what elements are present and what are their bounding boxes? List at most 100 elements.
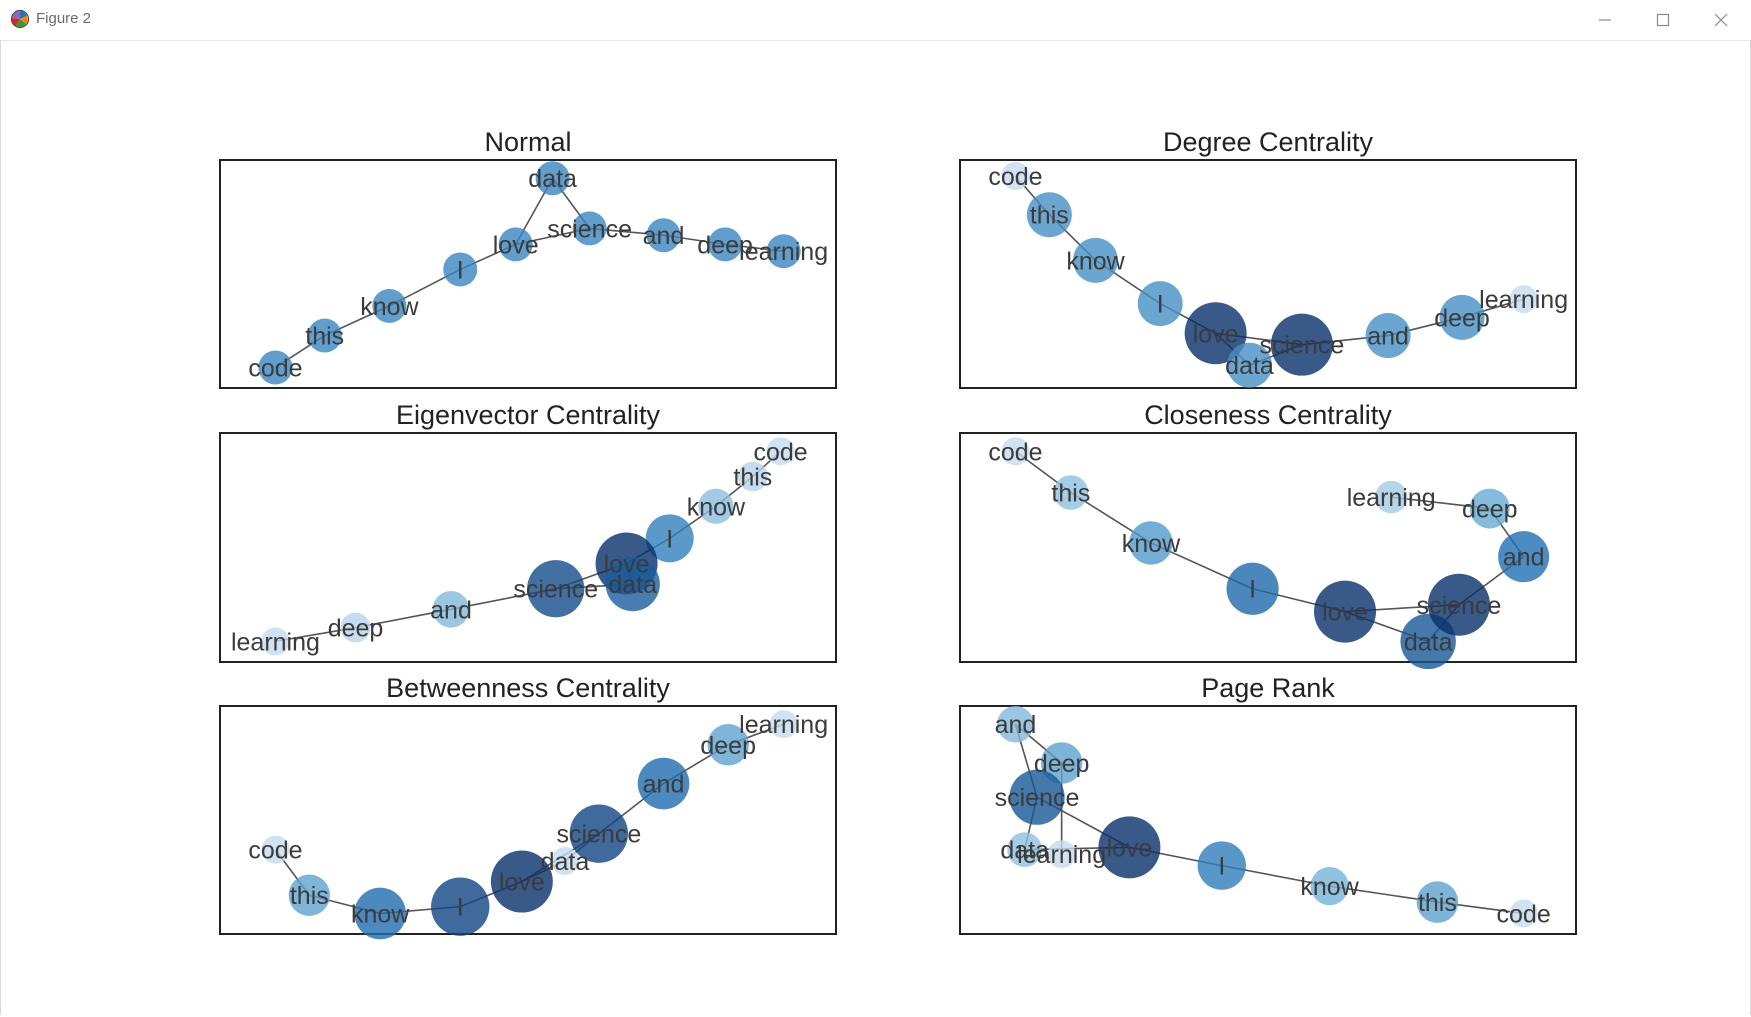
- node-and: [646, 218, 681, 253]
- node-and: [637, 757, 690, 810]
- node-this: [1053, 475, 1089, 510]
- node-love: [498, 227, 533, 262]
- node-this: [1416, 881, 1459, 923]
- node-label-love: love: [493, 231, 539, 259]
- maximize-icon: [1656, 13, 1670, 27]
- node-label-deep: deep: [697, 231, 753, 259]
- node-label-know: know: [351, 900, 410, 928]
- node-learning: [766, 234, 801, 269]
- node-I: [443, 252, 478, 287]
- node-data: [1007, 832, 1043, 868]
- node-love: [1184, 302, 1247, 365]
- node-label-know: know: [360, 293, 419, 321]
- node-label-I: I: [457, 894, 464, 922]
- node-learning: [1375, 480, 1408, 514]
- node-label-love: love: [1193, 320, 1239, 348]
- node-label-and: and: [643, 222, 685, 250]
- node-label-data: data: [528, 165, 577, 193]
- node-deep: [1040, 742, 1083, 784]
- nodes: [258, 161, 801, 385]
- panel-title: Normal: [484, 127, 571, 157]
- node-know: [372, 288, 407, 323]
- maximize-button[interactable]: [1634, 0, 1692, 40]
- node-deep: [340, 612, 371, 643]
- nodes: [1001, 161, 1538, 388]
- node-science: [1009, 769, 1065, 825]
- node-label-code: code: [248, 837, 302, 865]
- node-label-I: I: [666, 525, 673, 553]
- nodes: [261, 437, 795, 656]
- node-learning: [1047, 840, 1076, 869]
- node-know: [698, 488, 734, 524]
- node-data: [1227, 342, 1273, 388]
- node-label-this: this: [733, 464, 772, 492]
- node-label-learning: learning: [1017, 841, 1106, 869]
- node-I: [431, 877, 490, 936]
- node-this: [288, 874, 331, 916]
- node-data: [535, 161, 570, 196]
- node-know: [1310, 867, 1349, 906]
- node-love: [1098, 816, 1161, 879]
- node-deep: [708, 227, 743, 262]
- panel-2: Degree CentralitycodethisknowIlovedatasc…: [959, 127, 1577, 389]
- node-label-love: love: [1322, 599, 1368, 627]
- node-label-I: I: [457, 256, 464, 284]
- node-label-data: data: [608, 571, 657, 599]
- node-label-science: science: [1417, 592, 1502, 620]
- node-code: [261, 835, 290, 864]
- node-I: [645, 514, 694, 563]
- title-bar: Figure 2: [0, 0, 1751, 41]
- node-label-learning: learning: [739, 711, 828, 739]
- node-label-science: science: [1259, 332, 1344, 360]
- close-icon: [1714, 13, 1728, 27]
- nodes: [261, 710, 798, 940]
- node-label-science: science: [513, 576, 598, 604]
- node-label-this: this: [305, 323, 344, 351]
- node-know: [354, 887, 406, 940]
- node-label-know: know: [1300, 873, 1359, 901]
- node-label-know: know: [1122, 530, 1181, 558]
- node-know: [1073, 237, 1119, 283]
- node-code: [766, 437, 795, 466]
- node-label-learning: learning: [1479, 286, 1568, 314]
- nodes: [1001, 437, 1550, 670]
- node-label-I: I: [1249, 576, 1256, 604]
- minimize-button[interactable]: [1576, 0, 1634, 40]
- window-title: Figure 2: [36, 10, 92, 27]
- node-data: [550, 847, 579, 876]
- panel-title: Page Rank: [1201, 673, 1335, 703]
- node-label-code: code: [753, 438, 807, 466]
- node-label-and: and: [643, 771, 685, 799]
- node-code: [1509, 899, 1538, 928]
- node-label-deep: deep: [1462, 496, 1518, 524]
- close-button[interactable]: [1692, 0, 1750, 40]
- node-label-data: data: [541, 848, 590, 876]
- node-science: [572, 211, 607, 246]
- node-label-I: I: [1218, 853, 1225, 881]
- node-label-know: know: [687, 493, 746, 521]
- node-label-and: and: [430, 596, 472, 624]
- node-I: [1197, 841, 1247, 890]
- node-label-code: code: [1497, 900, 1551, 928]
- labels: codethisknowIlovedatascienceanddeeplearn…: [988, 438, 1544, 656]
- node-this: [307, 318, 342, 353]
- node-deep: [707, 724, 749, 766]
- node-learning: [1509, 285, 1538, 314]
- minimize-icon: [1599, 19, 1611, 21]
- node-label-this: this: [1030, 202, 1069, 230]
- panel-title: Eigenvector Centrality: [396, 400, 661, 430]
- node-and: [1365, 313, 1411, 359]
- node-and: [997, 705, 1034, 743]
- panel-frame: [959, 432, 1577, 663]
- panel-title: Betweenness Centrality: [386, 673, 670, 703]
- node-label-love: love: [604, 551, 650, 579]
- node-label-code: code: [988, 438, 1042, 466]
- node-data: [605, 557, 660, 612]
- node-learning: [769, 710, 798, 739]
